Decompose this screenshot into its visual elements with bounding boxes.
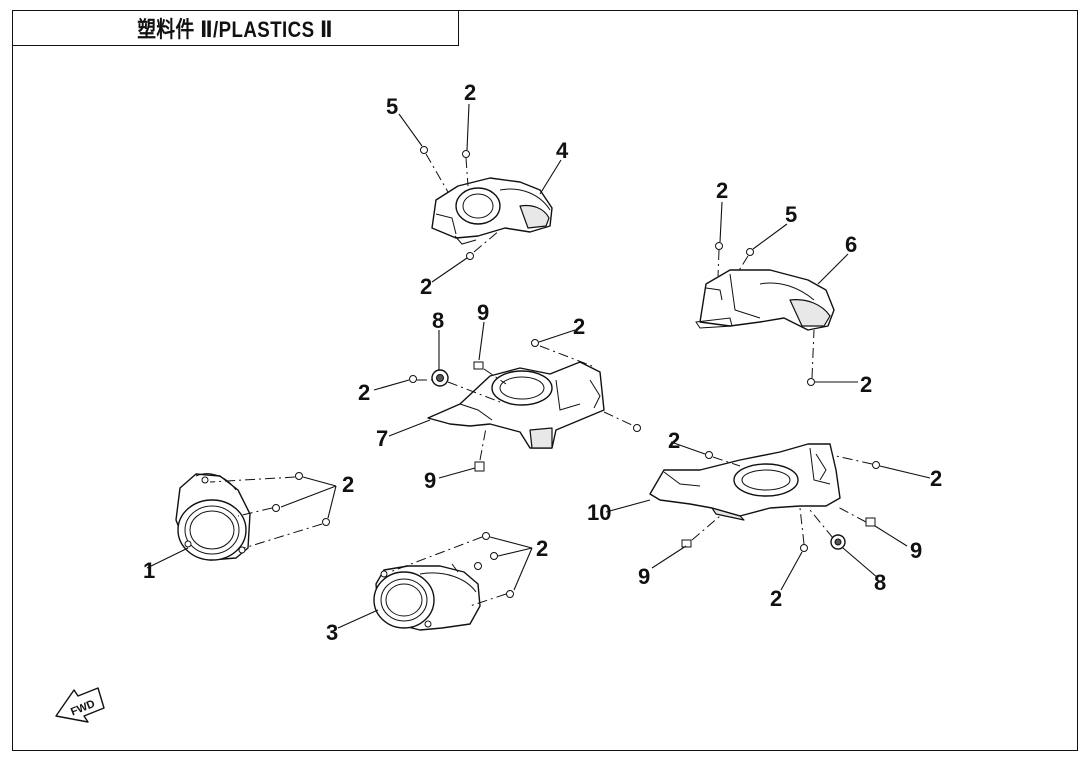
callout-2-part-3: 2	[536, 536, 548, 561]
part-1-flange-duct	[175, 473, 251, 561]
callout-2-top-right-7: 2	[573, 314, 585, 339]
callout-2-left-7: 2	[358, 380, 370, 405]
callout-5-upper-right: 5	[785, 202, 797, 227]
callout-2-right-10: 2	[930, 466, 942, 491]
fastener-2-top	[531, 339, 539, 347]
part-4-fasteners	[420, 146, 474, 260]
part-3-fasteners	[474, 532, 514, 598]
part-1-fasteners	[272, 472, 330, 526]
fastener-2-bottom	[800, 544, 808, 552]
fastener-2-top	[462, 150, 470, 158]
fastener-2-right	[872, 461, 880, 469]
callout-2-part-1: 2	[342, 472, 354, 497]
part-3-flange-duct	[373, 563, 481, 631]
fastener-2-lower	[807, 378, 815, 386]
title-box: 塑料件 Ⅱ/PLASTICS Ⅱ	[12, 10, 459, 46]
part-10-hardware	[681, 451, 880, 552]
callout-2-below-10: 2	[770, 586, 782, 611]
part-10-duct	[649, 443, 841, 521]
callout-6: 6	[845, 232, 857, 257]
callout-8-right: 8	[874, 570, 886, 595]
clip-9-bottom	[474, 461, 485, 472]
callout-9-top: 9	[477, 300, 489, 325]
callout-2-above-6: 2	[716, 178, 728, 203]
callout-2-below-4: 2	[420, 274, 432, 299]
fastener-2-bottom	[466, 252, 474, 260]
drawing-frame	[12, 10, 1078, 751]
fastener-2-left	[705, 451, 713, 459]
part-6-fasteners	[715, 242, 815, 386]
fastener-5-upper	[746, 248, 754, 256]
part-7-duct-bracket	[427, 361, 605, 449]
callout-2-center: 2	[668, 428, 680, 453]
callout-9-lower: 9	[638, 564, 650, 589]
part-7-hardware	[409, 339, 641, 472]
callout-10: 10	[587, 500, 611, 525]
clip-9-top	[473, 361, 484, 370]
callout-8-left: 8	[432, 308, 444, 333]
fastener-5-top	[420, 146, 428, 154]
clip-9-right	[865, 517, 876, 527]
callout-2-below-6: 2	[860, 372, 872, 397]
fwd-direction-arrow: FWD	[55, 687, 105, 723]
callout-7: 7	[376, 426, 388, 451]
part-4-air-duct	[431, 177, 553, 245]
fastener-2-left	[409, 375, 417, 383]
callout-9-right: 9	[910, 538, 922, 563]
callout-2-top: 2	[464, 80, 476, 105]
callout-9-below-7: 9	[424, 468, 436, 493]
part-6-air-duct	[695, 269, 835, 331]
callout-5-upper-left: 5	[386, 94, 398, 119]
callout-1: 1	[143, 558, 155, 583]
clip-9-left	[681, 539, 692, 548]
page-title: 塑料件 Ⅱ/PLASTICS Ⅱ	[137, 17, 334, 42]
callout-3: 3	[326, 620, 338, 645]
fastener-2-right	[633, 424, 641, 432]
callout-4: 4	[556, 138, 569, 163]
fastener-2-upper	[715, 242, 723, 250]
